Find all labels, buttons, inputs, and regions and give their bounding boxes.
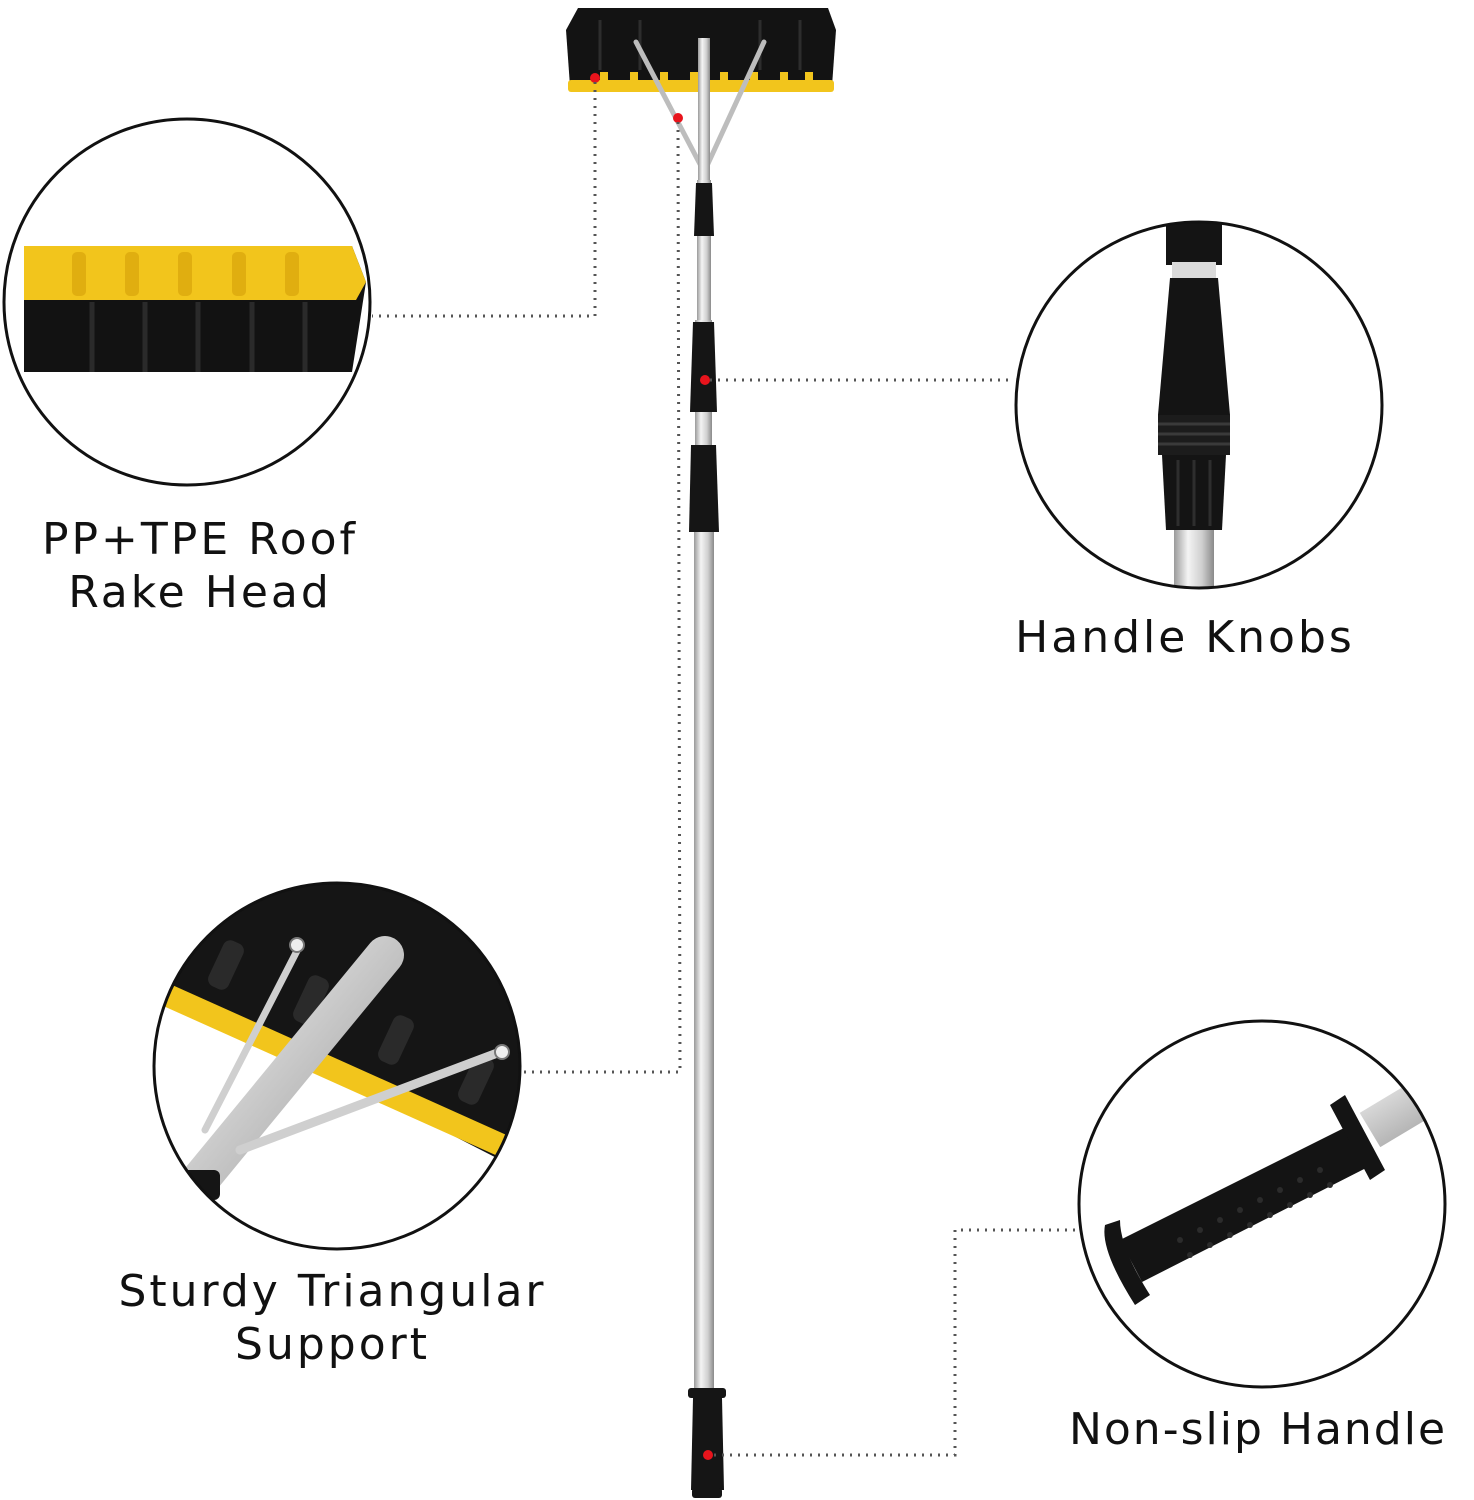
leader-rake-head <box>372 82 597 318</box>
label-non-slip-handle: Non-slip Handle <box>1046 1404 1470 1457</box>
label-rake-head-line2: Rake Head <box>68 566 332 618</box>
detail-triangular-support <box>152 881 522 1251</box>
leader-lines <box>372 82 1080 1457</box>
rake-head-teeth <box>600 72 813 82</box>
marker-brace <box>673 113 683 123</box>
pole-grip <box>688 1388 726 1498</box>
label-handle-knobs: Handle Knobs <box>990 612 1380 665</box>
pole-segment-3 <box>694 450 714 1400</box>
callout-markers <box>590 73 713 1460</box>
label-triangular-support: Sturdy Triangular Support <box>90 1266 575 1372</box>
roof-rake-main <box>566 8 836 1498</box>
label-non-slip-handle-line1: Non-slip Handle <box>1068 1404 1448 1455</box>
detail-non-slip-handle <box>1077 1019 1447 1389</box>
marker-grip <box>703 1450 713 1460</box>
label-triangular-support-line2: Support <box>235 1318 430 1370</box>
rake-braces <box>633 39 767 171</box>
label-handle-knobs-line1: Handle Knobs <box>1015 612 1355 663</box>
leader-triangular-support <box>520 121 682 1074</box>
marker-head <box>590 73 600 83</box>
label-rake-head: PP+TPE Roof Rake Head <box>10 514 390 620</box>
detail-rake-head <box>2 117 372 487</box>
detail-handle-knobs <box>1014 220 1384 590</box>
pole-knobs <box>689 183 719 532</box>
marker-knob <box>700 375 710 385</box>
label-rake-head-line1: PP+TPE Roof <box>41 514 359 565</box>
leader-non-slip-handle <box>714 1228 1080 1457</box>
pole-upper <box>698 38 710 188</box>
label-triangular-support-line1: Sturdy Triangular <box>118 1266 547 1317</box>
